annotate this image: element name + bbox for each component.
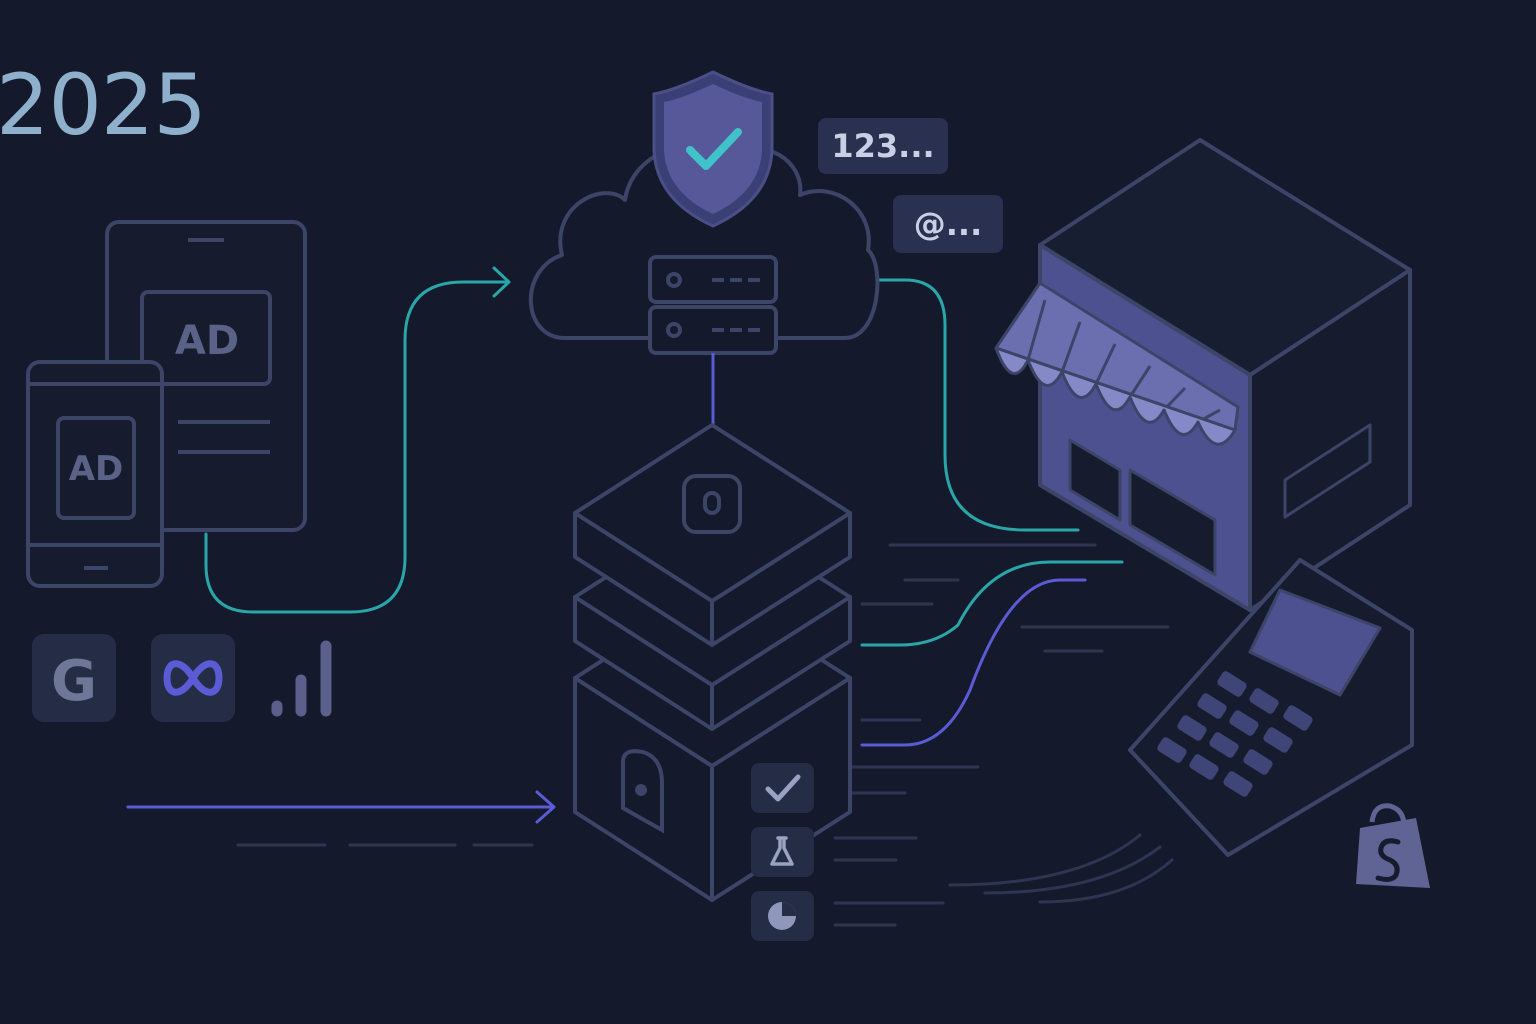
number-data-tag: 123... bbox=[818, 118, 948, 174]
server-stack bbox=[573, 423, 852, 902]
cloud-to-store-line bbox=[870, 278, 1080, 532]
security-shield-icon bbox=[652, 70, 774, 228]
pie-chart-icon bbox=[751, 891, 814, 941]
meta-icon bbox=[151, 634, 235, 722]
flow-lines bbox=[126, 266, 1124, 824]
flask-icon bbox=[751, 827, 814, 877]
analytics-icon bbox=[271, 640, 332, 717]
check-icon bbox=[751, 763, 814, 813]
tablet-ad-label: AD bbox=[175, 318, 239, 364]
shopify-bag-icon bbox=[1356, 803, 1430, 888]
device-to-cloud-arrowhead bbox=[492, 266, 511, 298]
phone-ad-label: AD bbox=[69, 449, 124, 489]
google-letter: G bbox=[51, 649, 97, 714]
door-icon bbox=[621, 749, 664, 834]
server-to-store-teal-line bbox=[860, 560, 1124, 647]
pos-keypad bbox=[1157, 671, 1313, 797]
motion-lines bbox=[236, 543, 1174, 927]
server-to-store-purple-line bbox=[860, 578, 1087, 747]
lock-icon bbox=[682, 474, 742, 534]
google-icon: G bbox=[32, 634, 116, 722]
cloud-server-icon bbox=[648, 255, 778, 425]
device-to-cloud-line bbox=[204, 280, 510, 614]
ad-to-server-arrowhead bbox=[535, 790, 556, 824]
store-awning bbox=[994, 281, 1240, 446]
year-title: 2025 bbox=[0, 56, 207, 154]
phone-device bbox=[26, 360, 164, 588]
email-data-tag: @... bbox=[893, 195, 1003, 253]
